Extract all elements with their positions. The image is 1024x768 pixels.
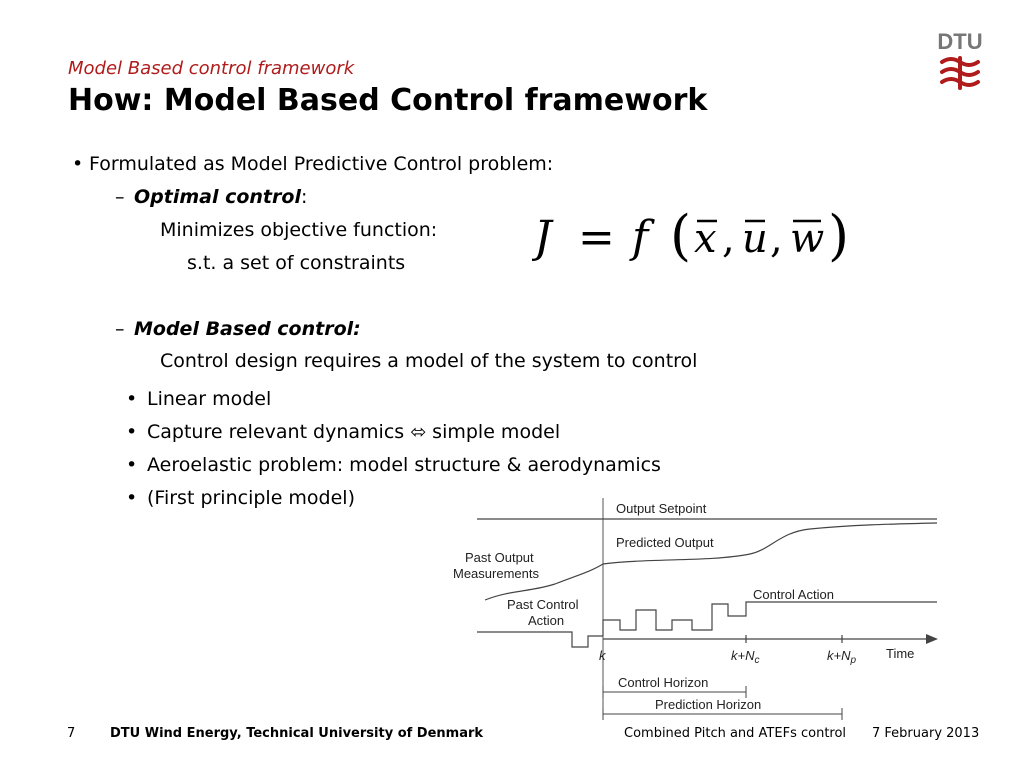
past-output-curve bbox=[484, 563, 604, 601]
formula-comma: , bbox=[770, 216, 783, 262]
mpc-horizon-diagram: Output Setpoint Past Output Measurements… bbox=[453, 498, 938, 720]
control-action-label: Control Action bbox=[753, 587, 834, 602]
time-axis-label: Time bbox=[886, 646, 914, 661]
page-number: 7 bbox=[67, 726, 76, 741]
k-np-tick-label: k+Np bbox=[827, 648, 856, 666]
past-control-label-line2: Action bbox=[528, 613, 564, 628]
dash-marker: – bbox=[115, 186, 125, 208]
optimal-control-label: Optimal control bbox=[134, 186, 301, 208]
bullet-marker: • bbox=[126, 454, 138, 476]
optimal-control-colon: : bbox=[300, 186, 308, 208]
bullet-mpc-problem: Formulated as Model Predictive Control p… bbox=[89, 153, 554, 175]
formula-w: w bbox=[790, 216, 824, 262]
time-axis-arrow bbox=[926, 634, 938, 644]
np-subscript: p bbox=[849, 655, 856, 666]
k-nc-tick-label: k+Nc bbox=[731, 648, 759, 666]
formula-comma: , bbox=[722, 216, 735, 262]
past-output-label-line2: Measurements bbox=[453, 566, 539, 581]
bullet-marker: • bbox=[126, 487, 138, 509]
model-based-control-heading: Model Based control: bbox=[134, 318, 361, 340]
footer-date: 7 February 2013 bbox=[872, 726, 980, 741]
dtu-logo: DTU bbox=[937, 29, 983, 90]
footer-organization: DTU Wind Energy, Technical University of… bbox=[110, 726, 484, 741]
dtu-logo-mark bbox=[940, 56, 980, 90]
control-horizon-label: Control Horizon bbox=[618, 675, 708, 690]
optimal-line-constraints: s.t. a set of constraints bbox=[187, 252, 406, 274]
slide-subtitle: Model Based control framework bbox=[68, 58, 355, 79]
formula-x: x bbox=[694, 216, 717, 262]
k-np-text: k+N bbox=[827, 648, 851, 663]
formula-j: J bbox=[532, 212, 554, 263]
model-line-requirement: Control design requires a model of the s… bbox=[160, 350, 698, 372]
k-tick-label: k bbox=[599, 648, 607, 663]
optimal-line-objective: Minimizes objective function: bbox=[160, 219, 438, 241]
k-nc-text: k+N bbox=[731, 648, 755, 663]
nc-subscript: c bbox=[754, 655, 759, 666]
past-control-signal bbox=[477, 631, 603, 648]
formula-lparen: ( bbox=[670, 204, 691, 267]
footer-topic: Combined Pitch and ATEFs control bbox=[624, 726, 847, 741]
formula-rparen: ) bbox=[828, 204, 849, 267]
bullet-marker: • bbox=[72, 153, 84, 175]
dtu-logo-text: DTU bbox=[937, 29, 982, 54]
sub-bullet-aeroelastic: Aeroelastic problem: model structure & a… bbox=[147, 454, 661, 476]
control-action-signal bbox=[602, 601, 937, 636]
optimal-control-heading: Optimal control: bbox=[134, 186, 307, 208]
sub-bullet-first-principle: (First principle model) bbox=[147, 487, 355, 509]
bullet-marker: • bbox=[126, 388, 138, 410]
dash-marker: – bbox=[115, 318, 125, 340]
bullet-marker: • bbox=[126, 421, 138, 443]
past-output-label-line1: Past Output bbox=[465, 550, 534, 565]
predicted-output-label: Predicted Output bbox=[616, 535, 714, 550]
predicted-output-curve bbox=[602, 522, 938, 565]
slide-title: How: Model Based Control framework bbox=[68, 83, 708, 118]
past-control-label-line1: Past Control bbox=[507, 597, 579, 612]
formula-u: u bbox=[742, 216, 768, 262]
output-setpoint-label: Output Setpoint bbox=[616, 501, 707, 516]
sub-bullet-relevant-dynamics: Capture relevant dynamics ⬄ simple model bbox=[147, 421, 561, 443]
prediction-horizon-label: Prediction Horizon bbox=[655, 697, 761, 712]
formula-equals: = bbox=[578, 212, 615, 263]
formula-f: f bbox=[629, 212, 655, 263]
sub-bullet-linear-model: Linear model bbox=[147, 388, 272, 410]
objective-function-formula: J = f ( x , u , w ) bbox=[532, 204, 849, 267]
